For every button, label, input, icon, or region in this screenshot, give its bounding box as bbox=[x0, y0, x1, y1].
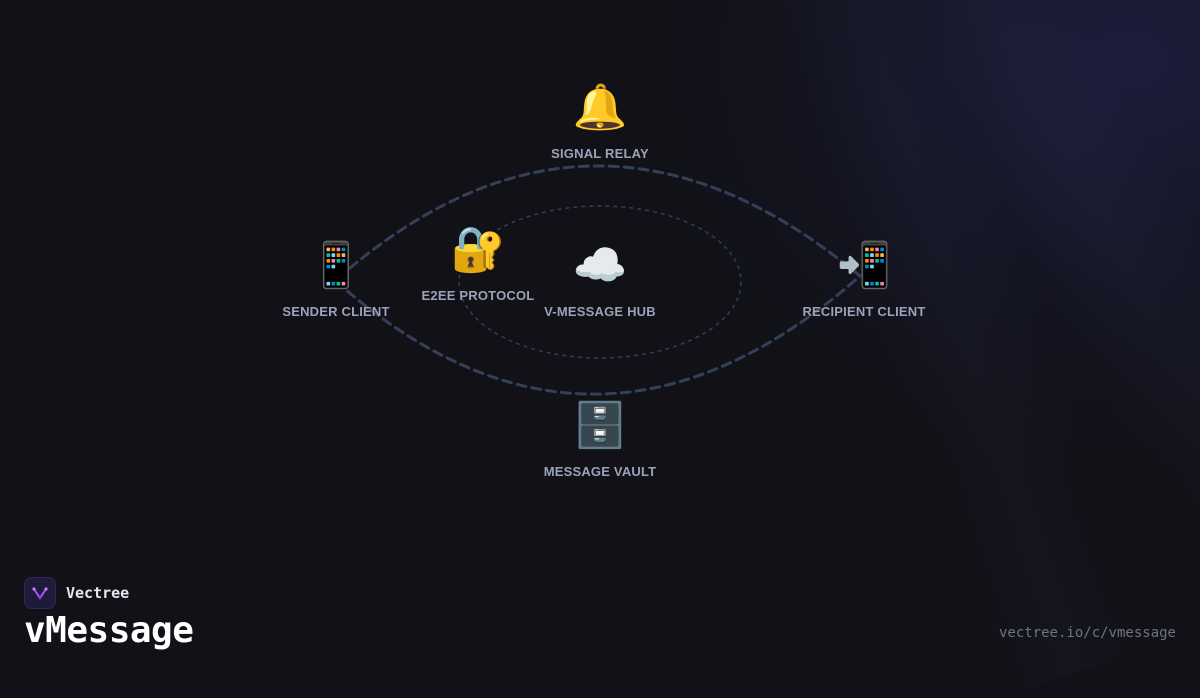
node-label: E2EE PROTOCOL bbox=[421, 288, 535, 303]
node-label: SENDER CLIENT bbox=[282, 304, 390, 319]
lock-with-key-icon: 🔐 bbox=[450, 224, 506, 275]
inner-loop-path bbox=[458, 205, 742, 359]
connection-diagram bbox=[344, 164, 863, 396]
node-label: MESSAGE VAULT bbox=[543, 464, 657, 479]
node-message-vault: 🗄️ MESSAGE VAULT bbox=[500, 400, 700, 479]
node-v-message-hub: ☁️ V-MESSAGE HUB bbox=[500, 240, 700, 319]
file-cabinet-icon: 🗄️ bbox=[572, 400, 628, 451]
outer-loop-path bbox=[344, 164, 863, 396]
node-recipient-client: 📲 RECIPIENT CLIENT bbox=[764, 240, 964, 319]
node-label: SIGNAL RELAY bbox=[551, 146, 649, 161]
product-title: vMessage bbox=[24, 610, 194, 651]
mobile-phone-icon: 📱 bbox=[308, 240, 364, 291]
cloud-icon: ☁️ bbox=[572, 240, 628, 291]
node-sender-client: 📱 SENDER CLIENT bbox=[236, 240, 436, 319]
brand-header: Vectree bbox=[24, 577, 129, 609]
vectree-logo-icon bbox=[24, 577, 56, 609]
mobile-phone-with-arrow-icon: 📲 bbox=[836, 240, 892, 291]
product-url[interactable]: vectree.io/c/vmessage bbox=[998, 625, 1176, 641]
node-signal-relay: 🔔 SIGNAL RELAY bbox=[500, 82, 700, 161]
node-label: V-MESSAGE HUB bbox=[544, 304, 656, 319]
node-label: RECIPIENT CLIENT bbox=[802, 304, 926, 319]
node-e2ee-protocol: 🔐 E2EE PROTOCOL bbox=[378, 224, 578, 303]
bell-icon: 🔔 bbox=[572, 82, 628, 133]
brand-name: Vectree bbox=[66, 584, 130, 602]
